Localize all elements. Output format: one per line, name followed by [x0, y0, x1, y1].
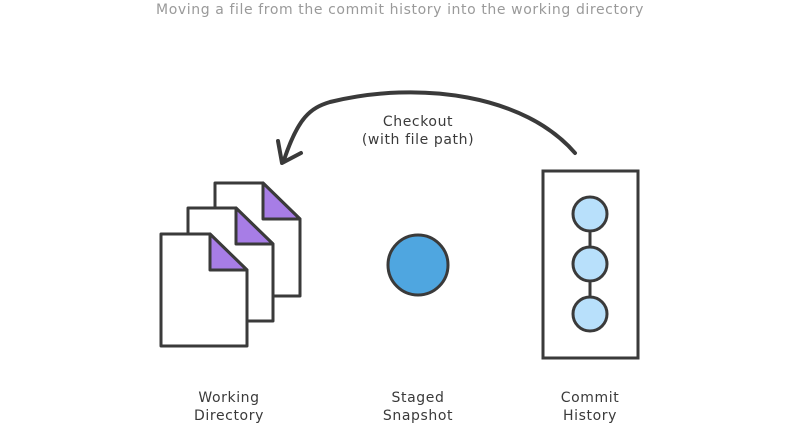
working-directory-files: [159, 181, 302, 348]
checkout-label: Checkout: [383, 114, 453, 130]
checkout-arrow-head: [276, 139, 303, 165]
diagram-caption: Moving a file from the commit history in…: [156, 2, 644, 18]
checkout-arrow-curve: [282, 90, 577, 162]
working-directory-label-line2: Directory: [194, 408, 264, 424]
staged-snapshot-icon: [386, 233, 450, 297]
commit-node: [571, 195, 609, 233]
commit-node: [571, 245, 609, 283]
staged-snapshot-label-line2: Snapshot: [383, 408, 453, 424]
commit-history-label-line2: History: [563, 408, 617, 424]
file-icon: [159, 232, 249, 348]
commit-history-box: [541, 169, 640, 360]
checkout-sublabel: (with file path): [362, 132, 474, 148]
staged-snapshot-label-line1: Staged: [392, 390, 445, 406]
working-directory-label-line1: Working: [198, 390, 259, 406]
checkout-arrow: [276, 90, 577, 165]
commit-node: [571, 295, 609, 333]
commit-history-label-line1: Commit: [561, 390, 620, 406]
